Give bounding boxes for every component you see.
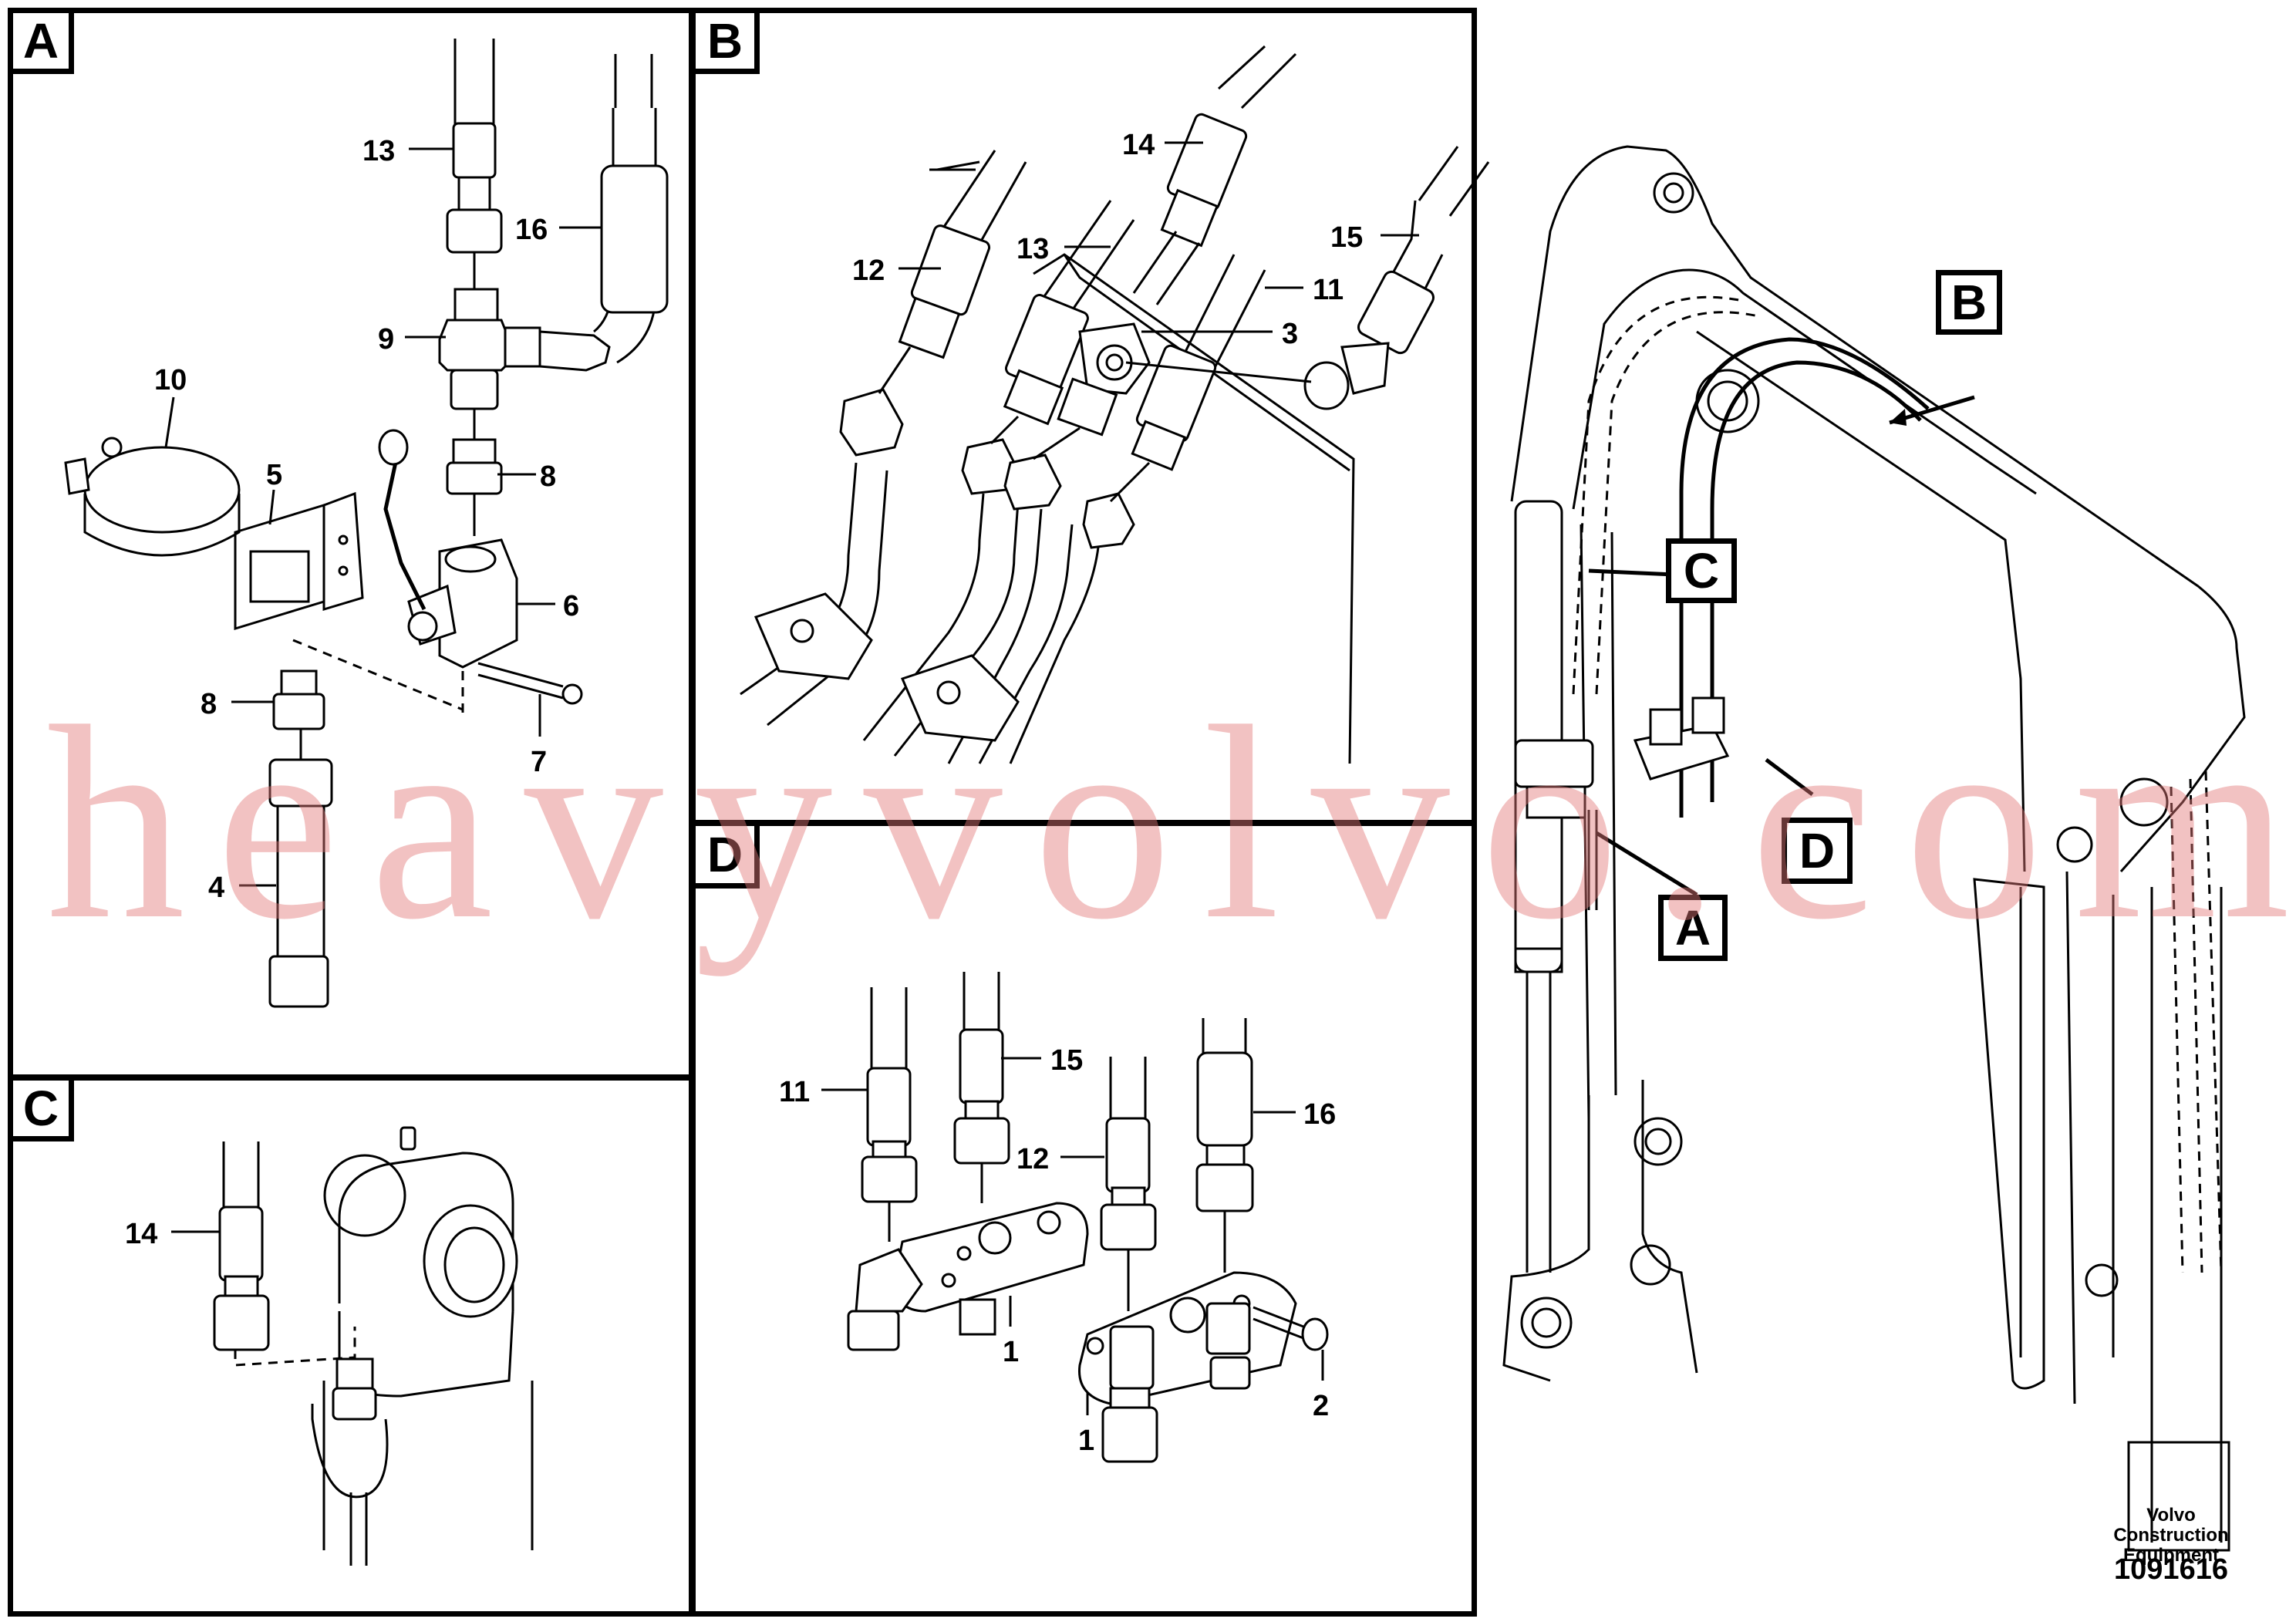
overview-marker-b: B xyxy=(1936,270,2002,335)
callout-b-13: 13 xyxy=(1017,233,1049,265)
callout-a-8-upper: 8 xyxy=(540,460,556,493)
callout-a-4: 4 xyxy=(208,872,224,904)
panel-b-label: B xyxy=(690,8,760,74)
overview-marker-c: C xyxy=(1666,538,1737,603)
panel-c-drawing xyxy=(213,1126,534,1566)
panel-a-callouts: 13 16 9 10 5 8 6 8 7 4 xyxy=(154,135,602,904)
overview-markers xyxy=(1588,395,1975,897)
callout-a-9: 9 xyxy=(378,323,394,356)
panel-b-drawing xyxy=(740,45,1490,764)
callout-a-16: 16 xyxy=(515,214,548,246)
overview-marker-a: A xyxy=(1658,895,1728,961)
drawing-number: 1091616 xyxy=(2114,1553,2228,1586)
panel-a-label: A xyxy=(8,8,74,74)
panel-d-callouts: 11 15 16 12 1 2 1 xyxy=(779,1044,1336,1457)
callout-b-3: 3 xyxy=(1282,318,1298,350)
callout-a-8-lower: 8 xyxy=(201,688,217,720)
callout-d-16: 16 xyxy=(1303,1098,1336,1131)
callout-d-12: 12 xyxy=(1017,1143,1049,1175)
callout-a-13: 13 xyxy=(362,135,395,167)
callout-d-1-lower: 1 xyxy=(1078,1425,1094,1457)
callout-a-7: 7 xyxy=(531,746,547,778)
callout-b-14: 14 xyxy=(1122,129,1155,161)
overview-marker-d: D xyxy=(1782,818,1853,884)
panel-c-callouts: 14 xyxy=(125,1218,220,1250)
panel-c-frame xyxy=(8,1075,694,1617)
boom-overview xyxy=(1502,145,2246,1552)
panel-a-drawing xyxy=(64,39,669,1008)
panel-d-label: D xyxy=(690,821,760,889)
company-name: Volvo Construction Equipment xyxy=(2113,1505,2229,1566)
callout-b-12: 12 xyxy=(852,255,885,287)
callout-c-14: 14 xyxy=(125,1218,157,1250)
callout-b-15: 15 xyxy=(1330,221,1363,254)
panel-b-callouts: 14 12 13 15 11 3 xyxy=(852,129,1419,350)
callout-a-6: 6 xyxy=(563,590,579,622)
callout-d-2: 2 xyxy=(1313,1390,1329,1422)
panel-d-drawing xyxy=(847,972,1329,1463)
watermark-text: heavyvolvo.com xyxy=(46,669,2296,976)
panel-c-label: C xyxy=(8,1075,74,1141)
callout-a-10: 10 xyxy=(154,364,187,396)
callout-a-5: 5 xyxy=(266,459,282,491)
callout-d-1-upper: 1 xyxy=(1003,1336,1019,1368)
callout-d-11: 11 xyxy=(779,1076,810,1108)
callout-b-11: 11 xyxy=(1313,274,1344,306)
callout-d-15: 15 xyxy=(1050,1044,1083,1077)
